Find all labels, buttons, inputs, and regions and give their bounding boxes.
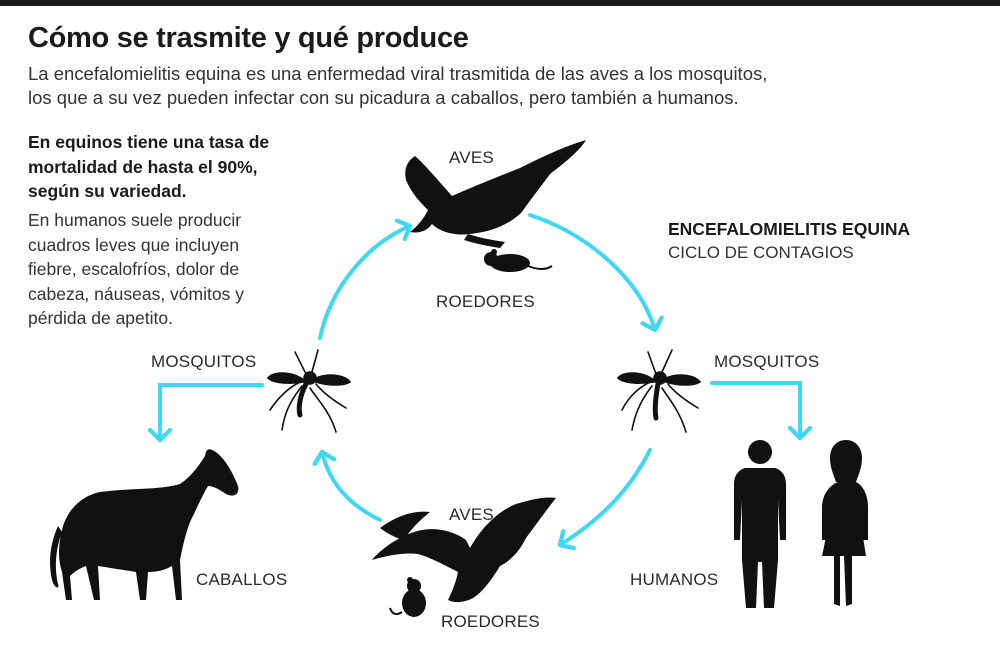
rodent-icon	[389, 577, 426, 617]
arrow-bird-to-mosquito-left	[322, 452, 382, 522]
symptoms-line-4: cabeza, náuseas, vómitos y	[28, 283, 244, 304]
label-mosquitos-left: MOSQUITOS	[151, 352, 257, 371]
arrow-mosquito-to-horse	[160, 383, 264, 440]
label-roedores-bottom: ROEDORES	[441, 612, 540, 631]
label-aves-top: AVES	[449, 148, 494, 167]
label-aves-bottom: AVES	[449, 505, 494, 524]
arrow-mosquito-to-bird-bottom	[560, 448, 652, 545]
cycle-subtitle: CICLO DE CONTAGIOS	[668, 243, 854, 262]
label-mosquitos-right: MOSQUITOS	[714, 352, 820, 371]
arrow-mosquito-to-bird-top	[318, 226, 410, 340]
top-bar	[0, 0, 1000, 6]
bird-icon	[372, 497, 556, 603]
mortality-line-2: mortalidad de hasta el 90%,	[28, 156, 258, 177]
symptoms-line-2: cuadros leves que incluyen	[28, 234, 240, 255]
cycle-title: ENCEFALOMIELITIS EQUINA	[668, 219, 911, 239]
label-caballos: CABALLOS	[196, 570, 288, 589]
mortality-note: En equinos tiene una tasa de mortalidad …	[28, 130, 328, 204]
subtitle-line-2: los que a su vez pueden infectar con su …	[28, 87, 739, 108]
arrow-mosquito-to-humans	[710, 381, 800, 438]
symptoms-line-1: En humanos suele producir	[28, 210, 242, 230]
rodent-icon	[484, 249, 553, 272]
mortality-line-3: según su variedad.	[28, 181, 187, 201]
bird-icon	[405, 140, 586, 248]
page-subtitle: La encefalomielitis equina es una enferm…	[28, 62, 928, 110]
symptoms-line-5: pérdida de apetito.	[28, 308, 173, 328]
label-roedores-top: ROEDORES	[436, 292, 535, 311]
woman-icon	[822, 440, 868, 606]
mosquito-icon	[266, 349, 352, 433]
symptoms-line-3: fiebre, escalofríos, dolor de	[28, 259, 240, 279]
mortality-line-1: En equinos tiene una tasa de	[28, 132, 270, 152]
subtitle-line-1: La encefalomielitis equina es una enferm…	[28, 63, 768, 84]
mosquito-icon	[616, 349, 702, 433]
horse-icon	[50, 449, 239, 600]
symptoms-note: En humanos suele producir cuadros leves …	[28, 208, 328, 331]
label-humanos: HUMANOS	[630, 570, 719, 589]
man-icon	[734, 440, 786, 608]
page-title: Cómo se trasmite y qué produce	[28, 22, 469, 54]
arrow-bird-to-mosquito-right	[528, 213, 655, 330]
